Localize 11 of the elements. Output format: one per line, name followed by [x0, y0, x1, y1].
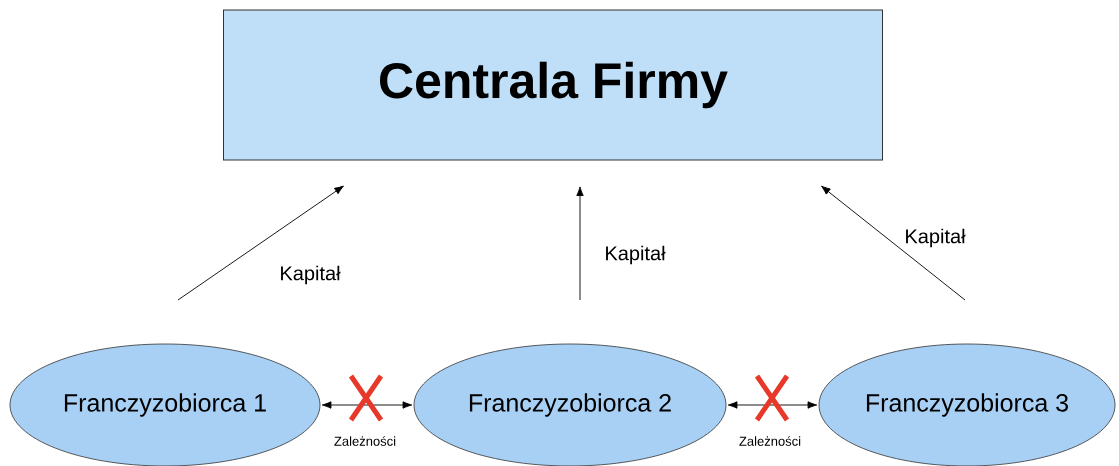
arrow: [821, 185, 966, 301]
double-arrow: [727, 401, 818, 409]
edge-label: Kapitał: [606, 245, 666, 265]
arrow: [177, 185, 344, 301]
double-arrow: [321, 401, 413, 409]
edge-label: Zależności: [334, 436, 396, 446]
edge-label: Kapitał: [281, 265, 341, 285]
title-box: Centrala Firmy: [223, 9, 883, 161]
edge-label: Zależności: [739, 436, 801, 446]
arrow: [576, 186, 584, 301]
edge-label: Kapitał: [906, 228, 966, 248]
